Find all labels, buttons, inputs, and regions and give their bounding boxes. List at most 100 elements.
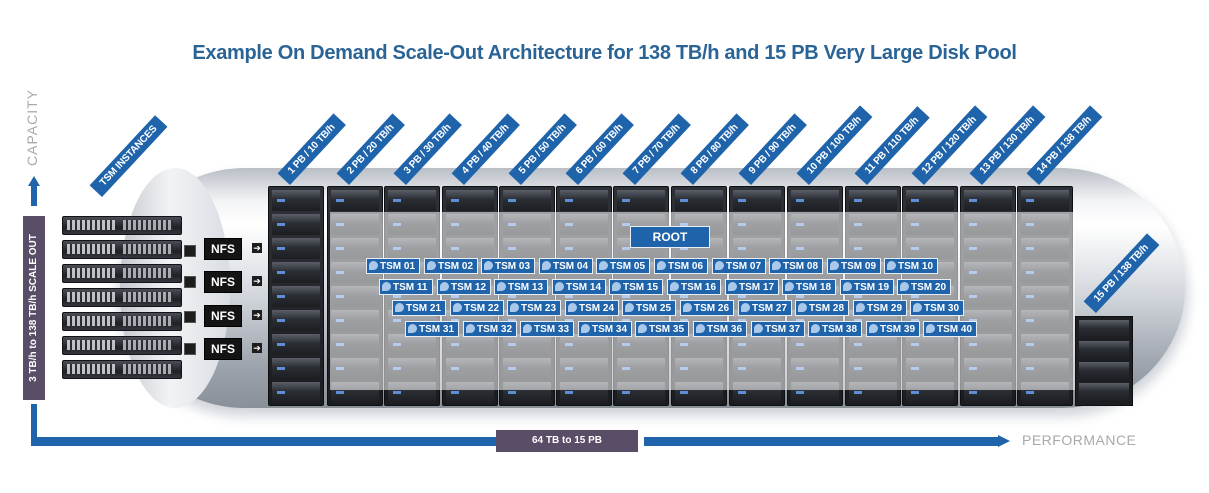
- tsm-instance-icon: [542, 261, 551, 270]
- tsm-instance-icon: [484, 261, 493, 270]
- tsm-instance-label: TSM 24: [579, 303, 615, 314]
- tsm-instance-box: TSM 03: [481, 258, 535, 274]
- server-connector: [184, 343, 196, 355]
- tsm-instance-icon: [453, 303, 462, 312]
- rack-unit: [272, 238, 320, 259]
- tsm-instance-icon: [913, 303, 922, 312]
- tsm-instance-label: TSM 18: [796, 282, 832, 293]
- tsm-instance-box: TSM 17: [725, 279, 779, 295]
- rack-unit: [272, 382, 320, 403]
- tsm-instance-icon: [612, 282, 621, 291]
- tsm-instance-box: TSM 21: [392, 300, 446, 316]
- tsm-instance-label: TSM 32: [477, 324, 513, 335]
- server-connector: [184, 245, 196, 257]
- tsm-instance-label: TSM 37: [765, 324, 801, 335]
- diagram-title: Example On Demand Scale-Out Architecture…: [192, 42, 1017, 64]
- tsm-instance-icon: [683, 303, 692, 312]
- tsm-instance-label: TSM 07: [726, 261, 762, 272]
- tsm-instance-icon: [696, 324, 705, 333]
- tsm-instance-label: TSM 03: [495, 261, 531, 272]
- tsm-instance-icon: [440, 282, 449, 291]
- tsm-instance-label: TSM 35: [649, 324, 685, 335]
- tsm-instance-label: TSM 19: [854, 282, 890, 293]
- tsm-instance-box: TSM 37: [751, 321, 805, 337]
- tsm-instance-icon: [900, 282, 909, 291]
- tsm-instance-box: TSM 01: [366, 258, 420, 274]
- tsm-instance-icon: [843, 282, 852, 291]
- tsm-instance-label: TSM 13: [508, 282, 544, 293]
- tsm-instance-label: TSM 33: [534, 324, 570, 335]
- capacity-axis-arrow-shaft: [31, 186, 37, 206]
- tsm-server: [62, 336, 182, 355]
- tsm-instance-label: TSM 14: [566, 282, 602, 293]
- rack-unit: [733, 190, 781, 211]
- tsm-instance-label: TSM 08: [783, 261, 819, 272]
- rack-unit: [272, 286, 320, 307]
- tsm-instance-box: TSM 18: [782, 279, 836, 295]
- rack-unit: [272, 190, 320, 211]
- tsm-instance-icon: [772, 261, 781, 270]
- tsm-server: [62, 264, 182, 283]
- nfs-box: NFS: [204, 338, 242, 360]
- tsm-instance-label: TSM 40: [937, 324, 973, 335]
- performance-axis-bar-right: [644, 437, 1000, 446]
- rack-unit: [906, 190, 954, 211]
- tsm-server: [62, 312, 182, 331]
- storage-rack: [268, 186, 324, 406]
- tsm-instance-label: TSM 29: [867, 303, 903, 314]
- performance-axis-label: PERFORMANCE: [1022, 432, 1137, 448]
- tsm-instance-icon: [811, 324, 820, 333]
- rack-unit: [272, 310, 320, 331]
- tsm-instance-label: TSM 10: [898, 261, 934, 272]
- capacity-axis-arrow-icon: [28, 176, 40, 186]
- tsm-instance-box: TSM 06: [654, 258, 708, 274]
- rack-unit: [1021, 190, 1069, 211]
- rack-unit: [1079, 320, 1129, 338]
- tsm-instance-box: TSM 04: [539, 258, 593, 274]
- tsm-instance-box: TSM 31: [405, 321, 459, 337]
- rack-unit: [272, 334, 320, 355]
- rack-unit: [1079, 362, 1129, 380]
- rack-unit: [964, 190, 1012, 211]
- rack-unit: [791, 190, 839, 211]
- tsm-instance-box: TSM 29: [853, 300, 907, 316]
- tsm-instance-icon: [670, 282, 679, 291]
- tsm-instance-label: TSM 01: [380, 261, 416, 272]
- tsm-instance-icon: [382, 282, 391, 291]
- tsm-instance-icon: [926, 324, 935, 333]
- tsm-instance-label: TSM 12: [451, 282, 487, 293]
- tsm-instance-icon: [657, 261, 666, 270]
- tsm-instance-box: TSM 28: [795, 300, 849, 316]
- final-rack: [1075, 316, 1133, 406]
- rack-unit: [331, 190, 379, 211]
- tsm-instance-label: TSM 15: [623, 282, 659, 293]
- nfs-arrow-icon: ➔: [252, 310, 262, 320]
- tsm-instance-icon: [754, 324, 763, 333]
- tsm-instance-box: TSM 33: [520, 321, 574, 337]
- tsm-instance-icon: [510, 303, 519, 312]
- tsm-instance-icon: [625, 303, 634, 312]
- performance-axis-bar-left: [31, 437, 496, 446]
- tsm-instance-icon: [785, 282, 794, 291]
- tsm-instance-box: TSM 35: [635, 321, 689, 337]
- tsm-instance-box: TSM 38: [808, 321, 862, 337]
- nfs-arrow-icon: ➔: [252, 343, 262, 353]
- tsm-instance-box: TSM 30: [910, 300, 964, 316]
- tsm-instance-box: TSM 10: [884, 258, 938, 274]
- tsm-server: [62, 216, 182, 235]
- tsm-instance-box: TSM 27: [738, 300, 792, 316]
- tsm-instance-icon: [728, 282, 737, 291]
- scale-out-range-label: 3 TB/h to 138 TB/h SCALE OUT: [23, 216, 45, 400]
- tsm-instance-label: TSM 06: [668, 261, 704, 272]
- tsm-instance-icon: [869, 324, 878, 333]
- tsm-instance-label: TSM 23: [521, 303, 557, 314]
- tsm-instance-box: TSM 13: [494, 279, 548, 295]
- tsm-instance-box: TSM 24: [565, 300, 619, 316]
- tsm-instance-label: TSM 09: [841, 261, 877, 272]
- tsm-instance-box: TSM 32: [463, 321, 517, 337]
- tsm-instance-icon: [581, 324, 590, 333]
- performance-axis-arrow-icon: [998, 435, 1010, 447]
- nfs-box: NFS: [204, 271, 242, 293]
- tsm-instance-label: TSM 05: [610, 261, 646, 272]
- nfs-box: NFS: [204, 238, 242, 260]
